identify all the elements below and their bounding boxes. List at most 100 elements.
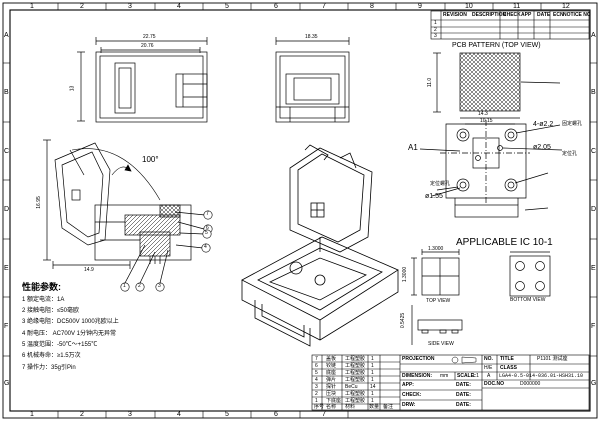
col-marker-bottom-7: 7 bbox=[322, 411, 326, 418]
bom-col-mat: 材料 bbox=[345, 404, 356, 410]
applicable-ic-title: APPLICABLE IC 10-1 bbox=[456, 237, 553, 248]
row-marker-right-g: G bbox=[591, 380, 597, 387]
dim-hole-155: ø1.55 bbox=[425, 193, 443, 200]
bom-row-2-mat: 工程塑胶 bbox=[345, 363, 366, 369]
bom-row-1-mat: 工程塑胶 bbox=[345, 356, 366, 362]
row-marker-right-d: D bbox=[591, 206, 597, 213]
left-section-view bbox=[43, 139, 206, 284]
title-block-grid bbox=[311, 354, 590, 411]
spec-item-2: 2 接触电阻：≤50毫欧 bbox=[22, 308, 79, 314]
balloon-2: 2 bbox=[138, 283, 141, 289]
dim-side-width: 18.35 bbox=[305, 34, 318, 40]
bom-row-4-name: 弹片 bbox=[326, 377, 337, 383]
date-label-1: DATE: bbox=[456, 382, 471, 388]
rev-header-description: DESCRIPTION bbox=[472, 12, 507, 18]
col-marker-7: 7 bbox=[322, 3, 326, 10]
id-label: NO. bbox=[484, 356, 493, 362]
pcb-pattern-title: PCB PATTERN (TOP VIEW) bbox=[452, 42, 541, 49]
balloon-5: 5 bbox=[205, 230, 208, 236]
bom-row-3-mat: 工程塑胶 bbox=[345, 370, 366, 376]
rev-header-check: CHECK bbox=[503, 12, 521, 18]
row-marker-a: A bbox=[4, 32, 9, 39]
bom-row-5-qty: 14 bbox=[370, 384, 376, 390]
row-marker-f: F bbox=[4, 323, 9, 330]
bom-row-4-mat: 工程塑胶 bbox=[345, 377, 366, 383]
col-marker-3: 3 bbox=[128, 3, 132, 10]
bom-row-6-name: 压块 bbox=[326, 391, 337, 397]
dim-pcb-top: 14.3 bbox=[478, 111, 488, 117]
row-marker-e: E bbox=[4, 265, 9, 272]
row-marker-right-b: B bbox=[591, 89, 596, 96]
doc-label: DOC.NO bbox=[484, 381, 504, 387]
col-marker-12: 12 bbox=[562, 3, 570, 10]
dim-pcb-side: 11.0 bbox=[427, 77, 434, 88]
col-marker-bottom-4: 4 bbox=[177, 411, 181, 418]
spec-item-4: 4 耐电压： AC700V 1分钟内无异常 bbox=[22, 331, 117, 337]
dimension-unit: mm bbox=[440, 373, 449, 379]
isometric-view bbox=[241, 144, 399, 347]
bom-row-5-no: 3 bbox=[315, 384, 318, 390]
bom-row-1-name: 盖板 bbox=[326, 356, 337, 362]
bom-row-2-qty: 1 bbox=[371, 363, 374, 369]
bom-row-1-no: 7 bbox=[315, 356, 318, 362]
dim-front-width: 22.75 bbox=[143, 34, 156, 40]
col-marker-6: 6 bbox=[274, 3, 278, 10]
revision-table-grid bbox=[430, 10, 590, 40]
bom-row-3-no: 5 bbox=[315, 370, 318, 376]
scale-value: 1:1 bbox=[472, 373, 479, 379]
bom-row-7-no: 1 bbox=[315, 398, 318, 404]
title-label: TITLE bbox=[500, 356, 514, 362]
spec-item-1: 1 额定电流：1A bbox=[22, 297, 65, 303]
balloon-6: 6 bbox=[206, 225, 209, 231]
dim-pcb-inner: 10.15 bbox=[480, 118, 493, 124]
col-marker-10: 10 bbox=[465, 3, 473, 10]
col-marker-bottom-6: 6 bbox=[274, 411, 278, 418]
bom-row-5-name: 探针 bbox=[326, 384, 337, 390]
drw-label: DRW: bbox=[402, 402, 416, 408]
spec-item-5: 5 温度范围：-50℃～+155℃ bbox=[22, 342, 98, 348]
col-marker-bottom-1: 1 bbox=[30, 411, 34, 418]
pcb-locating-hole-label: 定位孔 bbox=[562, 151, 578, 157]
bom-row-4-no: 4 bbox=[315, 377, 318, 383]
balloon-circles bbox=[120, 210, 213, 292]
bom-row-2-name: 铰链 bbox=[326, 363, 337, 369]
col-marker-11: 11 bbox=[513, 3, 521, 10]
check-label: CHECK: bbox=[402, 392, 422, 398]
dim-front-inner: 20.76 bbox=[141, 43, 154, 49]
bom-row-7-name: 下底座 bbox=[326, 398, 342, 404]
bom-row-5-mat: BeCu bbox=[345, 384, 358, 390]
col-marker-1: 1 bbox=[30, 3, 34, 10]
dim-hole-2: ø2.05 bbox=[533, 144, 551, 151]
bom-col-name: 名称 bbox=[326, 404, 337, 410]
bom-row-7-qty: 1 bbox=[371, 398, 374, 404]
rev-header-app: APP bbox=[521, 12, 532, 18]
dimension-label: DIMENSION: bbox=[402, 373, 432, 379]
row-marker-b: B bbox=[4, 89, 9, 96]
rev-header-revision: REVISION bbox=[443, 12, 467, 18]
applicable-ic-views bbox=[411, 249, 551, 345]
rev-row-1: 1 bbox=[434, 20, 437, 26]
side-view-label: SIDE VIEW bbox=[428, 341, 454, 347]
spec-item-3: 3 绝缘电阻：DC500V 1000兆欧以上 bbox=[22, 319, 119, 325]
bom-row-4-qty: 1 bbox=[371, 377, 374, 383]
pcb-pattern-view bbox=[419, 52, 563, 218]
bom-col-qty: 数量 bbox=[369, 404, 380, 410]
class-label: CLASS bbox=[500, 365, 517, 371]
app-label: APP: bbox=[402, 382, 414, 388]
spec-item-7: 7 操作力：35g引Pin bbox=[22, 365, 76, 371]
a1-label: A1 bbox=[408, 143, 418, 152]
bom-col-note: 备注 bbox=[383, 404, 394, 410]
rev-header-date: DATE bbox=[537, 12, 551, 18]
rev-header-notice: NOTICE NO bbox=[563, 12, 591, 18]
row-marker-right-a: A bbox=[591, 32, 596, 39]
rev-code: H/E bbox=[484, 365, 493, 371]
pcb-fix-hole-label: 固定螺孔 bbox=[562, 121, 583, 127]
title-value: P1101 测试座 bbox=[537, 356, 568, 362]
column-ticks bbox=[3, 3, 597, 418]
bom-col-no: 序号 bbox=[314, 404, 325, 410]
dim-hole-4: 4-ø2.2 bbox=[533, 121, 554, 128]
bottom-view-label: BOTTOM VIEW bbox=[510, 297, 546, 303]
bom-row-1-qty: 1 bbox=[371, 356, 374, 362]
bom-row-6-no: 2 bbox=[315, 391, 318, 397]
